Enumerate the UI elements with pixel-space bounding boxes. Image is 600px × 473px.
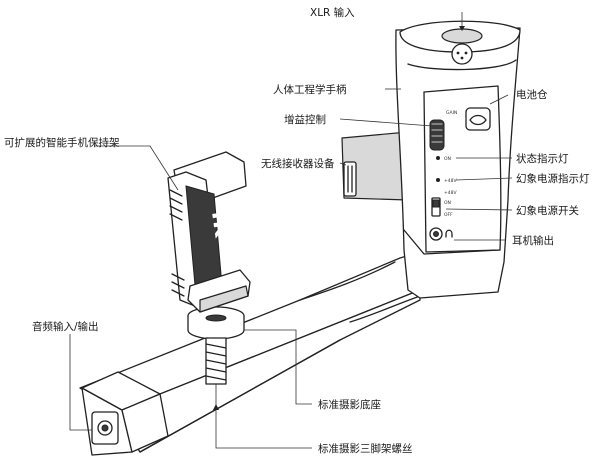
phantom-switch-icon [431, 197, 441, 217]
label-ergonomic-handle: 人体工程学手柄 [273, 83, 347, 96]
label-audio-io: 音频输入/输出 [32, 320, 99, 333]
end-block [81, 371, 169, 456]
label-xlr-input: XLR 输入 [310, 6, 355, 19]
handle-unit: GAIN ON +48V +48V ON OFF [395, 20, 521, 299]
audio-port-icon [101, 424, 109, 432]
tripod-thread-icon [205, 337, 227, 385]
label-gain-control: 增益控制 [284, 113, 326, 126]
battery-cover [465, 107, 491, 131]
label-tripod-thread: 标准摄影三脚架螺丝 [318, 442, 413, 455]
switch-48v-mark: +48V [444, 190, 457, 196]
label-phone-holder: 可扩展的智能手机保持架 [4, 136, 120, 149]
brand-logo: IK [206, 209, 235, 239]
wireless-receiver [341, 131, 409, 201]
label-standard-mount: 标准摄影底座 [318, 398, 381, 411]
label-status-indicator: 状态指示灯 [516, 152, 569, 165]
label-phantom-indicator: 幻象电源指示灯 [516, 172, 590, 185]
phantom-48v-mark: +48V [444, 178, 457, 184]
gain-mark: GAIN [446, 110, 457, 116]
mount-base [187, 306, 245, 385]
phantom-led-icon [436, 178, 440, 182]
switch-on-mark: ON [444, 200, 451, 206]
label-battery-compartment: 电池仓 [516, 88, 548, 101]
boom-bar [79, 254, 421, 453]
status-on-mark: ON [444, 156, 451, 162]
callout-labels: XLR 输入 人体工程学手柄 电池仓 增益控制 状态指示灯 无线接收器设备 幻象… [4, 6, 590, 455]
headphone-icon [445, 229, 453, 238]
xlr-connector-icon [451, 43, 473, 65]
status-led-icon [436, 156, 440, 160]
phone-holder: IK [167, 151, 251, 313]
switch-off-mark: OFF [444, 212, 453, 218]
headphone-jack-icon [429, 227, 443, 241]
label-wireless-receiver: 无线接收器设备 [261, 157, 335, 170]
label-phantom-switch: 幻象电源开关 [516, 204, 579, 217]
leader-lines [69, 12, 513, 449]
gain-wheel [429, 119, 445, 151]
label-headphone-output: 耳机输出 [512, 234, 554, 247]
